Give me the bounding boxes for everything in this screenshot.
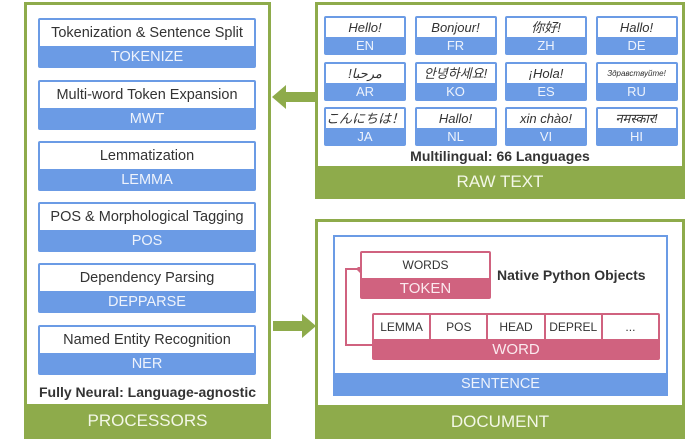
arrow-right-icon (273, 314, 316, 338)
greeting-text: Hallo! (416, 109, 495, 128)
document-caption: Native Python Objects (497, 267, 646, 283)
greeting-text: 안녕하세요! (416, 63, 495, 83)
word-object: LEMMA POS HEAD DEPREL ... WORD (372, 313, 660, 360)
language-card-ru: Здравствуйте!RU (595, 61, 678, 101)
processor-depparse: Dependency Parsing DEPPARSE (38, 263, 256, 313)
token-label: TOKEN (399, 280, 452, 297)
greeting-text: Hello! (326, 18, 404, 37)
word-fields: LEMMA POS HEAD DEPREL ... (374, 315, 659, 339)
language-card-fr: Bonjour!FR (414, 16, 497, 55)
greeting-text: xin chào! (507, 109, 585, 128)
language-card-es: ¡Hola!ES (505, 61, 587, 101)
processor-pos: POS & Morphological Tagging POS (38, 202, 256, 252)
processors-panel: Tokenization & Sentence Split TOKENIZE M… (24, 2, 271, 439)
language-card-hi: नमस्कार!HI (595, 107, 678, 146)
language-code: JA (357, 129, 373, 144)
greeting-text: ¡Hola! (507, 63, 585, 83)
language-code: ES (537, 83, 555, 99)
processor-desc: Multi-word Token Expansion (40, 82, 254, 108)
language-card-ko: 안녕하세요!KO (414, 61, 497, 101)
document-panel: WORDS TOKEN Native Python Objects LEMMA … (315, 219, 685, 439)
processors-caption: Fully Neural: Language-agnostic (38, 384, 257, 400)
language-code: NL (447, 129, 464, 144)
document-title: DOCUMENT (318, 405, 682, 436)
processor-lemma: Lemmatization LEMMA (38, 141, 256, 191)
processor-desc: Named Entity Recognition (40, 327, 254, 353)
word-field: DEPREL (545, 315, 601, 339)
language-code: VI (539, 129, 553, 144)
processor-tokenize: Tokenization & Sentence Split TOKENIZE (38, 18, 256, 68)
processor-code: MWT (129, 111, 165, 127)
sentence-box: WORDS TOKEN Native Python Objects LEMMA … (333, 235, 668, 396)
processor-mwt: Multi-word Token Expansion MWT (38, 80, 256, 130)
raw-text-caption: Multilingual: 66 Languages (410, 148, 590, 164)
processor-code: LEMMA (121, 172, 173, 188)
language-card-nl: Hallo!NL (414, 107, 497, 146)
word-field: ... (602, 315, 659, 339)
processor-code: NER (131, 356, 163, 372)
word-field: HEAD (488, 315, 544, 339)
token-field-words: WORDS (362, 253, 489, 278)
processor-desc: POS & Morphological Tagging (40, 204, 254, 230)
greeting-text: Здравствуйте! (597, 63, 676, 83)
raw-text-title: RAW TEXT (318, 166, 682, 196)
word-label: WORD (492, 341, 540, 358)
greeting-text: !مرحبا (326, 63, 404, 83)
language-code: FR (446, 38, 465, 53)
processor-desc: Dependency Parsing (40, 265, 254, 291)
processor-desc: Lemmatization (40, 143, 254, 169)
word-field: LEMMA (374, 315, 430, 339)
language-code: RU (627, 83, 646, 99)
language-card-ja: こんにちは！JA (324, 107, 406, 146)
language-card-de: Hallo!DE (595, 16, 678, 55)
language-code: EN (355, 38, 375, 53)
greeting-text: 你好! (507, 18, 585, 37)
word-field: POS (431, 315, 487, 339)
sentence-label: SENTENCE (335, 373, 666, 394)
language-code: AR (355, 83, 375, 99)
processor-code: POS (131, 233, 163, 249)
greeting-text: नमस्कार! (597, 109, 676, 128)
token-object: WORDS TOKEN (360, 251, 491, 299)
processor-ner: Named Entity Recognition NER (38, 325, 256, 375)
processor-code: TOKENIZE (110, 49, 184, 65)
language-card-vi: xin chào!VI (505, 107, 587, 146)
arrow-left-icon (272, 85, 315, 109)
processors-title: PROCESSORS (27, 404, 268, 436)
language-code: KO (446, 83, 465, 99)
language-code: DE (627, 38, 646, 53)
language-code: HI (630, 129, 643, 144)
language-code: ZH (537, 38, 555, 53)
language-card-zh: 你好!ZH (505, 16, 587, 55)
processor-code: DEPPARSE (108, 294, 186, 310)
language-card-en: Hello!EN (324, 16, 406, 55)
processor-desc: Tokenization & Sentence Split (40, 20, 254, 46)
greeting-text: こんにちは！ (326, 109, 404, 128)
greeting-text: Hallo! (597, 18, 676, 37)
greeting-text: Bonjour! (416, 18, 495, 37)
